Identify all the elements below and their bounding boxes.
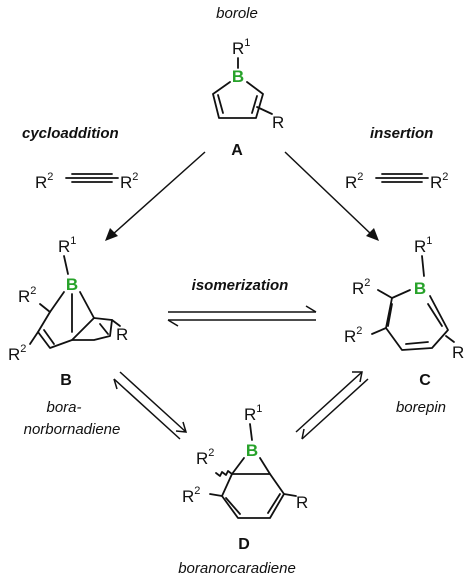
- compound-b-r2b: R2: [8, 343, 26, 364]
- compound-d-boron: B: [246, 441, 258, 460]
- compound-c-r2a-bond: [377, 289, 393, 299]
- alkyne-left: R2 R2: [35, 171, 138, 192]
- compound-b: R1 B R2 R2 R B bora- norbornadiene: [8, 235, 128, 438]
- compound-a-boron: B: [232, 67, 244, 86]
- compound-c-r1: R1: [414, 235, 432, 256]
- compound-a-r: R: [272, 113, 284, 132]
- compound-b-name-line2: norbornadiene: [24, 421, 121, 438]
- compound-d-r2a-wavy-bond: [215, 470, 233, 477]
- compound-b-r1-bond: [63, 255, 69, 275]
- isomerization-reaction: isomerization: [167, 277, 317, 327]
- compound-b-ring-right: [71, 317, 113, 341]
- svg-text:R2: R2: [120, 171, 138, 192]
- isomerization-label: isomerization: [192, 277, 289, 294]
- cycloaddition-arrow-head: [105, 228, 118, 241]
- compound-d-name: boranorcaradiene: [178, 560, 296, 577]
- compound-d-ring: [221, 473, 285, 519]
- compound-d-r-bond: [283, 493, 297, 497]
- equilibrium-b-d-back: [113, 378, 181, 440]
- compound-b-r2a: R2: [18, 285, 36, 306]
- compound-d-label: D: [238, 536, 250, 553]
- compound-b-name-line1: bora-: [46, 399, 81, 416]
- alkyne-right: R2 R2: [345, 171, 448, 192]
- isomerization-arrow-back-head: [167, 319, 179, 327]
- compound-d-r2b: R2: [182, 485, 200, 506]
- compound-a-ring: [212, 81, 264, 119]
- equilibrium-b-d: [113, 371, 188, 440]
- compound-b-boron: B: [66, 275, 78, 294]
- insertion-reaction: insertion R2 R2: [284, 125, 448, 241]
- compound-c-label: C: [419, 372, 431, 389]
- equilibrium-d-c-back: [301, 378, 369, 440]
- compound-a-double-bond-1: [217, 94, 224, 114]
- compound-a-label: A: [231, 142, 243, 159]
- equilibrium-d-c-back-head: [301, 428, 305, 440]
- compound-b-r2a-bond: [39, 303, 51, 313]
- equilibrium-b-d-forward: [119, 371, 187, 433]
- compound-a-double-bond-2: [251, 95, 258, 114]
- compound-a-r1: R1: [232, 37, 250, 58]
- compound-b-label: B: [60, 372, 72, 389]
- insertion-label: insertion: [370, 125, 433, 142]
- compound-c-double-bond-2: [405, 341, 429, 345]
- compound-b-double-bond-1: [43, 329, 55, 345]
- compound-c-r2b: R2: [344, 325, 362, 346]
- cycloaddition-label: cycloaddition: [22, 125, 119, 142]
- equilibrium-d-c-forward: [295, 371, 363, 433]
- compound-b-r-bond: [111, 319, 121, 327]
- compound-b-bond-2: [79, 291, 95, 319]
- compound-d-r1-bond: [249, 423, 253, 441]
- compound-c: R1 B R2 R2 R C borepin: [344, 235, 464, 416]
- compound-d-double-bond-2: [267, 493, 281, 514]
- compound-a-name: borole: [216, 5, 258, 22]
- equilibrium-d-c: [295, 371, 369, 440]
- equilibrium-d-c-forward-head: [352, 371, 363, 383]
- compound-a-r-bond: [256, 106, 273, 115]
- cycloaddition-arrow: [111, 151, 206, 236]
- compound-b-r1: R1: [58, 235, 76, 256]
- insertion-arrow: [284, 151, 373, 236]
- compound-b-ring-left: [37, 311, 95, 349]
- compound-c-r-bond: [445, 335, 455, 343]
- svg-text:R2: R2: [430, 171, 448, 192]
- compound-c-r2b-bond: [371, 327, 387, 335]
- compound-d-r2a: R2: [196, 447, 214, 468]
- compound-d-r1: R1: [244, 403, 262, 424]
- compound-c-boron: B: [414, 279, 426, 298]
- compound-d-cyclopropane-1: [231, 457, 245, 475]
- compound-c-r1-bond: [421, 255, 425, 277]
- equilibrium-b-d-back-head: [113, 378, 118, 390]
- isomerization-arrow-forward-head: [305, 305, 317, 313]
- compound-b-r: R: [116, 325, 128, 344]
- compound-d-r2b-bond: [209, 493, 223, 497]
- compound-d-double-bond-1: [225, 497, 241, 515]
- compound-c-r: R: [452, 343, 464, 362]
- compound-c-double-bond-1: [387, 303, 393, 327]
- compound-d-r: R: [296, 493, 308, 512]
- compound-c-name: borepin: [396, 399, 446, 416]
- cycloaddition-reaction: cycloaddition R2 R2: [22, 125, 206, 241]
- compound-b-double-bond-2: [99, 323, 109, 335]
- compound-d: R1 B R2 R2 R D boranorcaradiene: [178, 403, 308, 577]
- compound-b-bond-1: [49, 291, 65, 313]
- compound-b-r2b-bond: [29, 331, 39, 345]
- svg-text:R2: R2: [35, 171, 53, 192]
- compound-c-double-bond-3: [427, 303, 443, 327]
- compound-d-cyclopropane-2: [259, 457, 271, 475]
- compound-c-r2a: R2: [352, 277, 370, 298]
- equilibrium-b-d-forward-head: [175, 421, 188, 433]
- insertion-arrow-head: [366, 228, 379, 241]
- compound-a: borole R1 B R A: [212, 5, 284, 159]
- svg-text:R2: R2: [345, 171, 363, 192]
